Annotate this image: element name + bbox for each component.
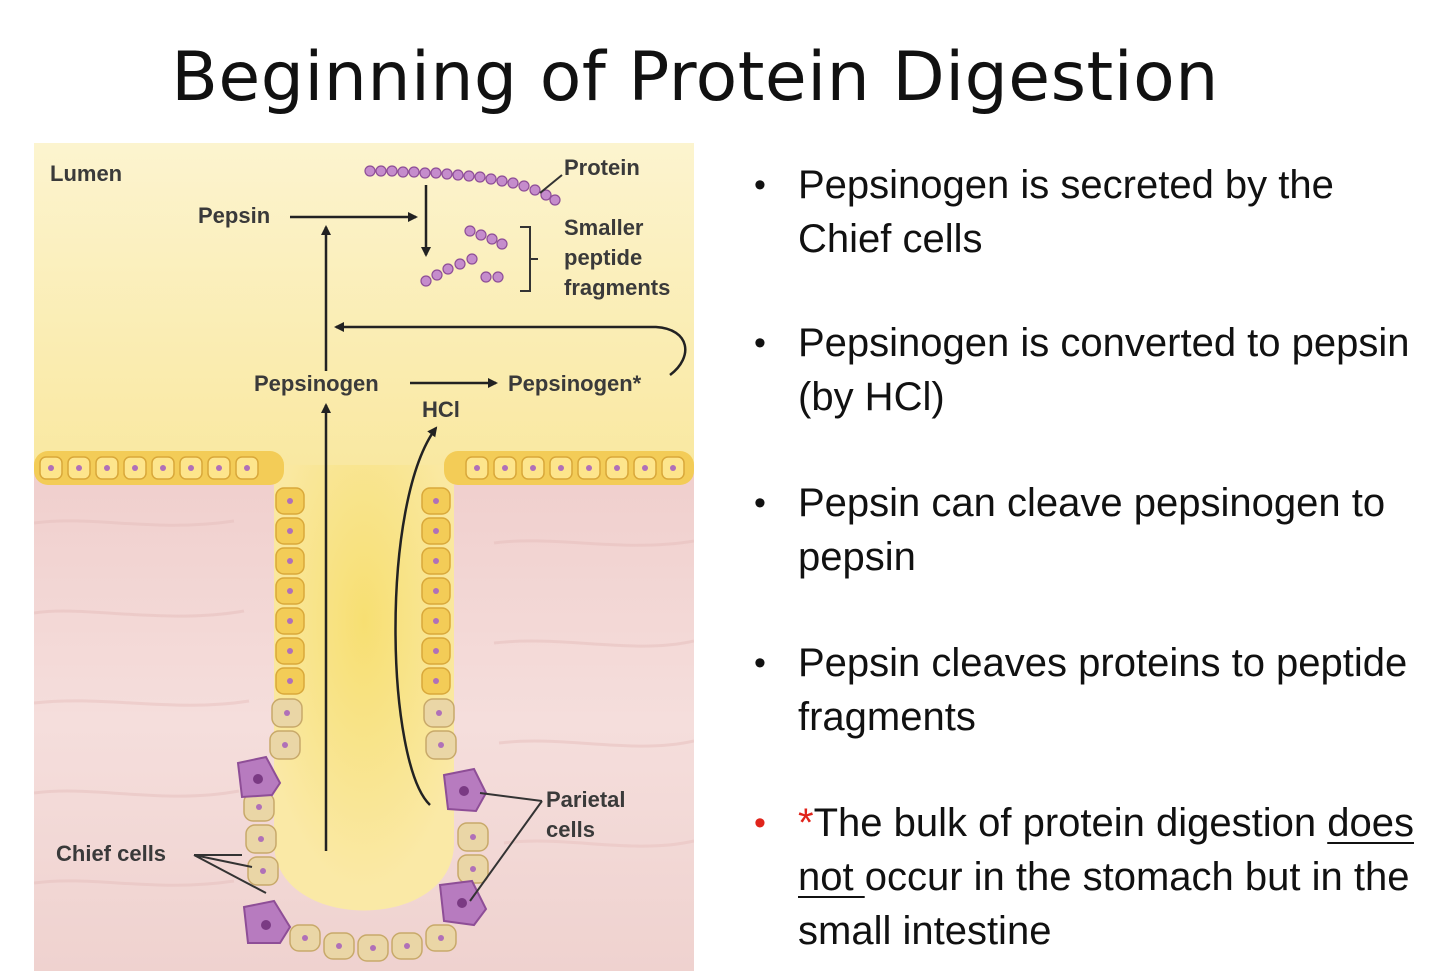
bullet-text-highlight: *The bulk of protein digestion does not … [798,796,1422,958]
label-chief-cells: Chief cells [56,841,166,866]
label-protein: Protein [564,155,640,180]
bullet-marker: • [754,484,766,522]
label-pepsinogen: Pepsinogen [254,371,379,396]
label-pepsin: Pepsin [198,203,270,228]
label-parietal: Parietal [546,787,626,812]
bullet-item-highlight: • *The bulk of protein digestion does no… [752,796,1422,958]
pit-wall-nuclei [287,498,439,684]
parietal-cell-nuclei [253,774,469,930]
label-smaller: Smaller [564,215,644,240]
gastric-pit [274,465,454,911]
bullet-text: Pepsinogen is secreted by the Chief cell… [798,163,1334,261]
underlined-does-not: does not [798,801,1414,899]
chief-cell-nuclei [256,710,476,951]
bullet-item: • Pepsinogen is converted to pepsin (by … [752,316,1422,424]
label-peptide: peptide [564,245,642,270]
label-hcl: HCl [422,397,460,422]
label-fragments: fragments [564,275,670,300]
bullet-marker: • [754,324,766,362]
lumen-background [34,143,694,473]
tissue-texture [34,519,694,887]
fragments-bracket [520,226,538,292]
surface-cell-nuclei [39,456,685,480]
bullet-item: • Pepsin can cleave pepsinogen to pepsin [752,476,1422,584]
bullet-marker: • [754,166,766,204]
autocatalysis-loop-arrow [334,322,687,376]
parietal-cells-leader [469,792,543,902]
label-pepsinogen-star: Pepsinogen* [508,371,642,396]
bullet-text: Pepsinogen is converted to pepsin (by HC… [798,321,1410,419]
bullet-item: • Pepsin cleaves proteins to peptide fra… [752,636,1422,744]
hcl-secretion-arrow [394,426,438,806]
slide-title: Beginning of Protein Digestion [171,38,1219,117]
bullet-marker-red: • [754,804,766,842]
label-parietal-cells: cells [546,817,595,842]
protein-leader-line [539,174,563,194]
bullet-text: Pepsin cleaves proteins to peptide fragm… [798,641,1408,739]
bullet-text: Pepsin can cleave pepsinogen to pepsin [798,481,1386,579]
protein-chain [364,165,561,206]
bullet-text-part2: occur in the stomach but in the small in… [798,855,1410,953]
chief-cells-leader [193,854,267,894]
surface-nuclei-dots [48,465,676,471]
bullet-item: • Pepsinogen is secreted by the Chief ce… [752,158,1422,266]
bullet-marker: • [754,644,766,682]
peptide-fragments [420,225,508,287]
label-lumen: Lumen [50,161,122,186]
protein-digestion-diagram: Lumen Protein Pepsin Smaller peptide fra… [34,143,694,971]
asterisk-mark: * [798,801,814,845]
bullet-text-part1: The bulk of protein digestion [813,801,1328,845]
